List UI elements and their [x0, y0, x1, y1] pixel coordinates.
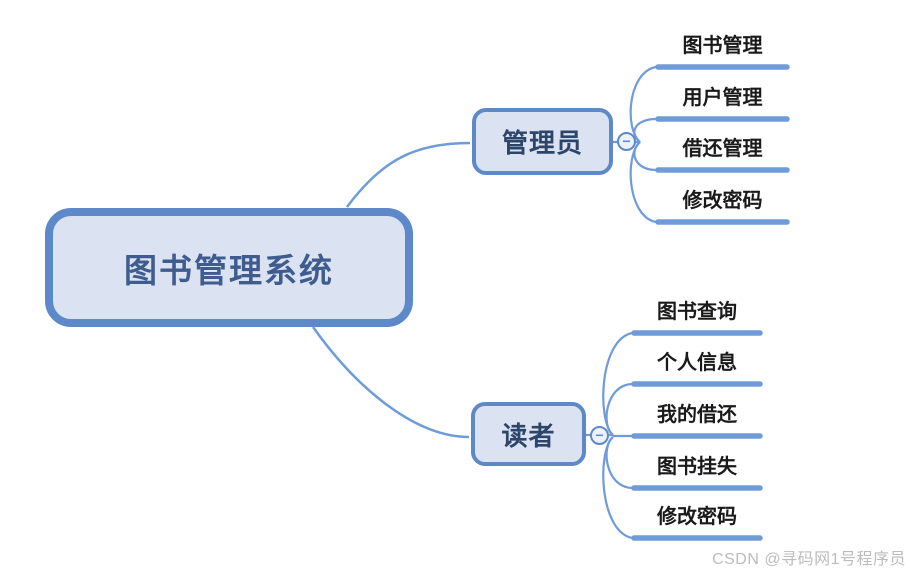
collapse-button-reader[interactable]: − [590, 426, 609, 445]
root-node[interactable]: 图书管理系统 [45, 208, 413, 327]
topic-borrow-management[interactable]: 借还管理 [682, 137, 763, 160]
topic-book-management[interactable]: 图书管理 [682, 34, 763, 57]
link-root-to-reader [311, 326, 470, 439]
topic-book-loss-report[interactable]: 图书挂失 [657, 455, 737, 478]
collapse-button-admin[interactable]: − [617, 132, 636, 151]
topic-book-query[interactable]: 图书查询 [657, 300, 737, 323]
topic-change-password-reader[interactable]: 修改密码 [657, 505, 737, 528]
topic-user-management[interactable]: 用户管理 [682, 86, 763, 109]
topic-personal-info[interactable]: 个人信息 [657, 351, 737, 374]
admin-fan-4 [629, 141, 657, 224]
branch-node-admin-label: 管理员 [501, 128, 583, 158]
branch-node-reader[interactable]: 读者 [471, 402, 586, 466]
link-root-to-admin [345, 141, 471, 208]
reader-fan-5 [602, 436, 633, 540]
minus-icon: − [622, 133, 631, 149]
minus-icon: − [595, 427, 604, 443]
topic-my-borrowing[interactable]: 我的借还 [657, 403, 737, 426]
csdn-watermark: CSDN @寻码网1号程序员 [712, 551, 906, 568]
branch-node-reader-label: 读者 [501, 420, 556, 451]
root-node-label: 图书管理系统 [124, 251, 334, 289]
topic-change-password-admin[interactable]: 修改密码 [682, 189, 763, 212]
reader-fan-4 [605, 436, 633, 490]
branch-node-admin[interactable]: 管理员 [472, 108, 613, 175]
admin-fan-2 [633, 117, 657, 143]
reader-fan-2 [605, 382, 633, 436]
